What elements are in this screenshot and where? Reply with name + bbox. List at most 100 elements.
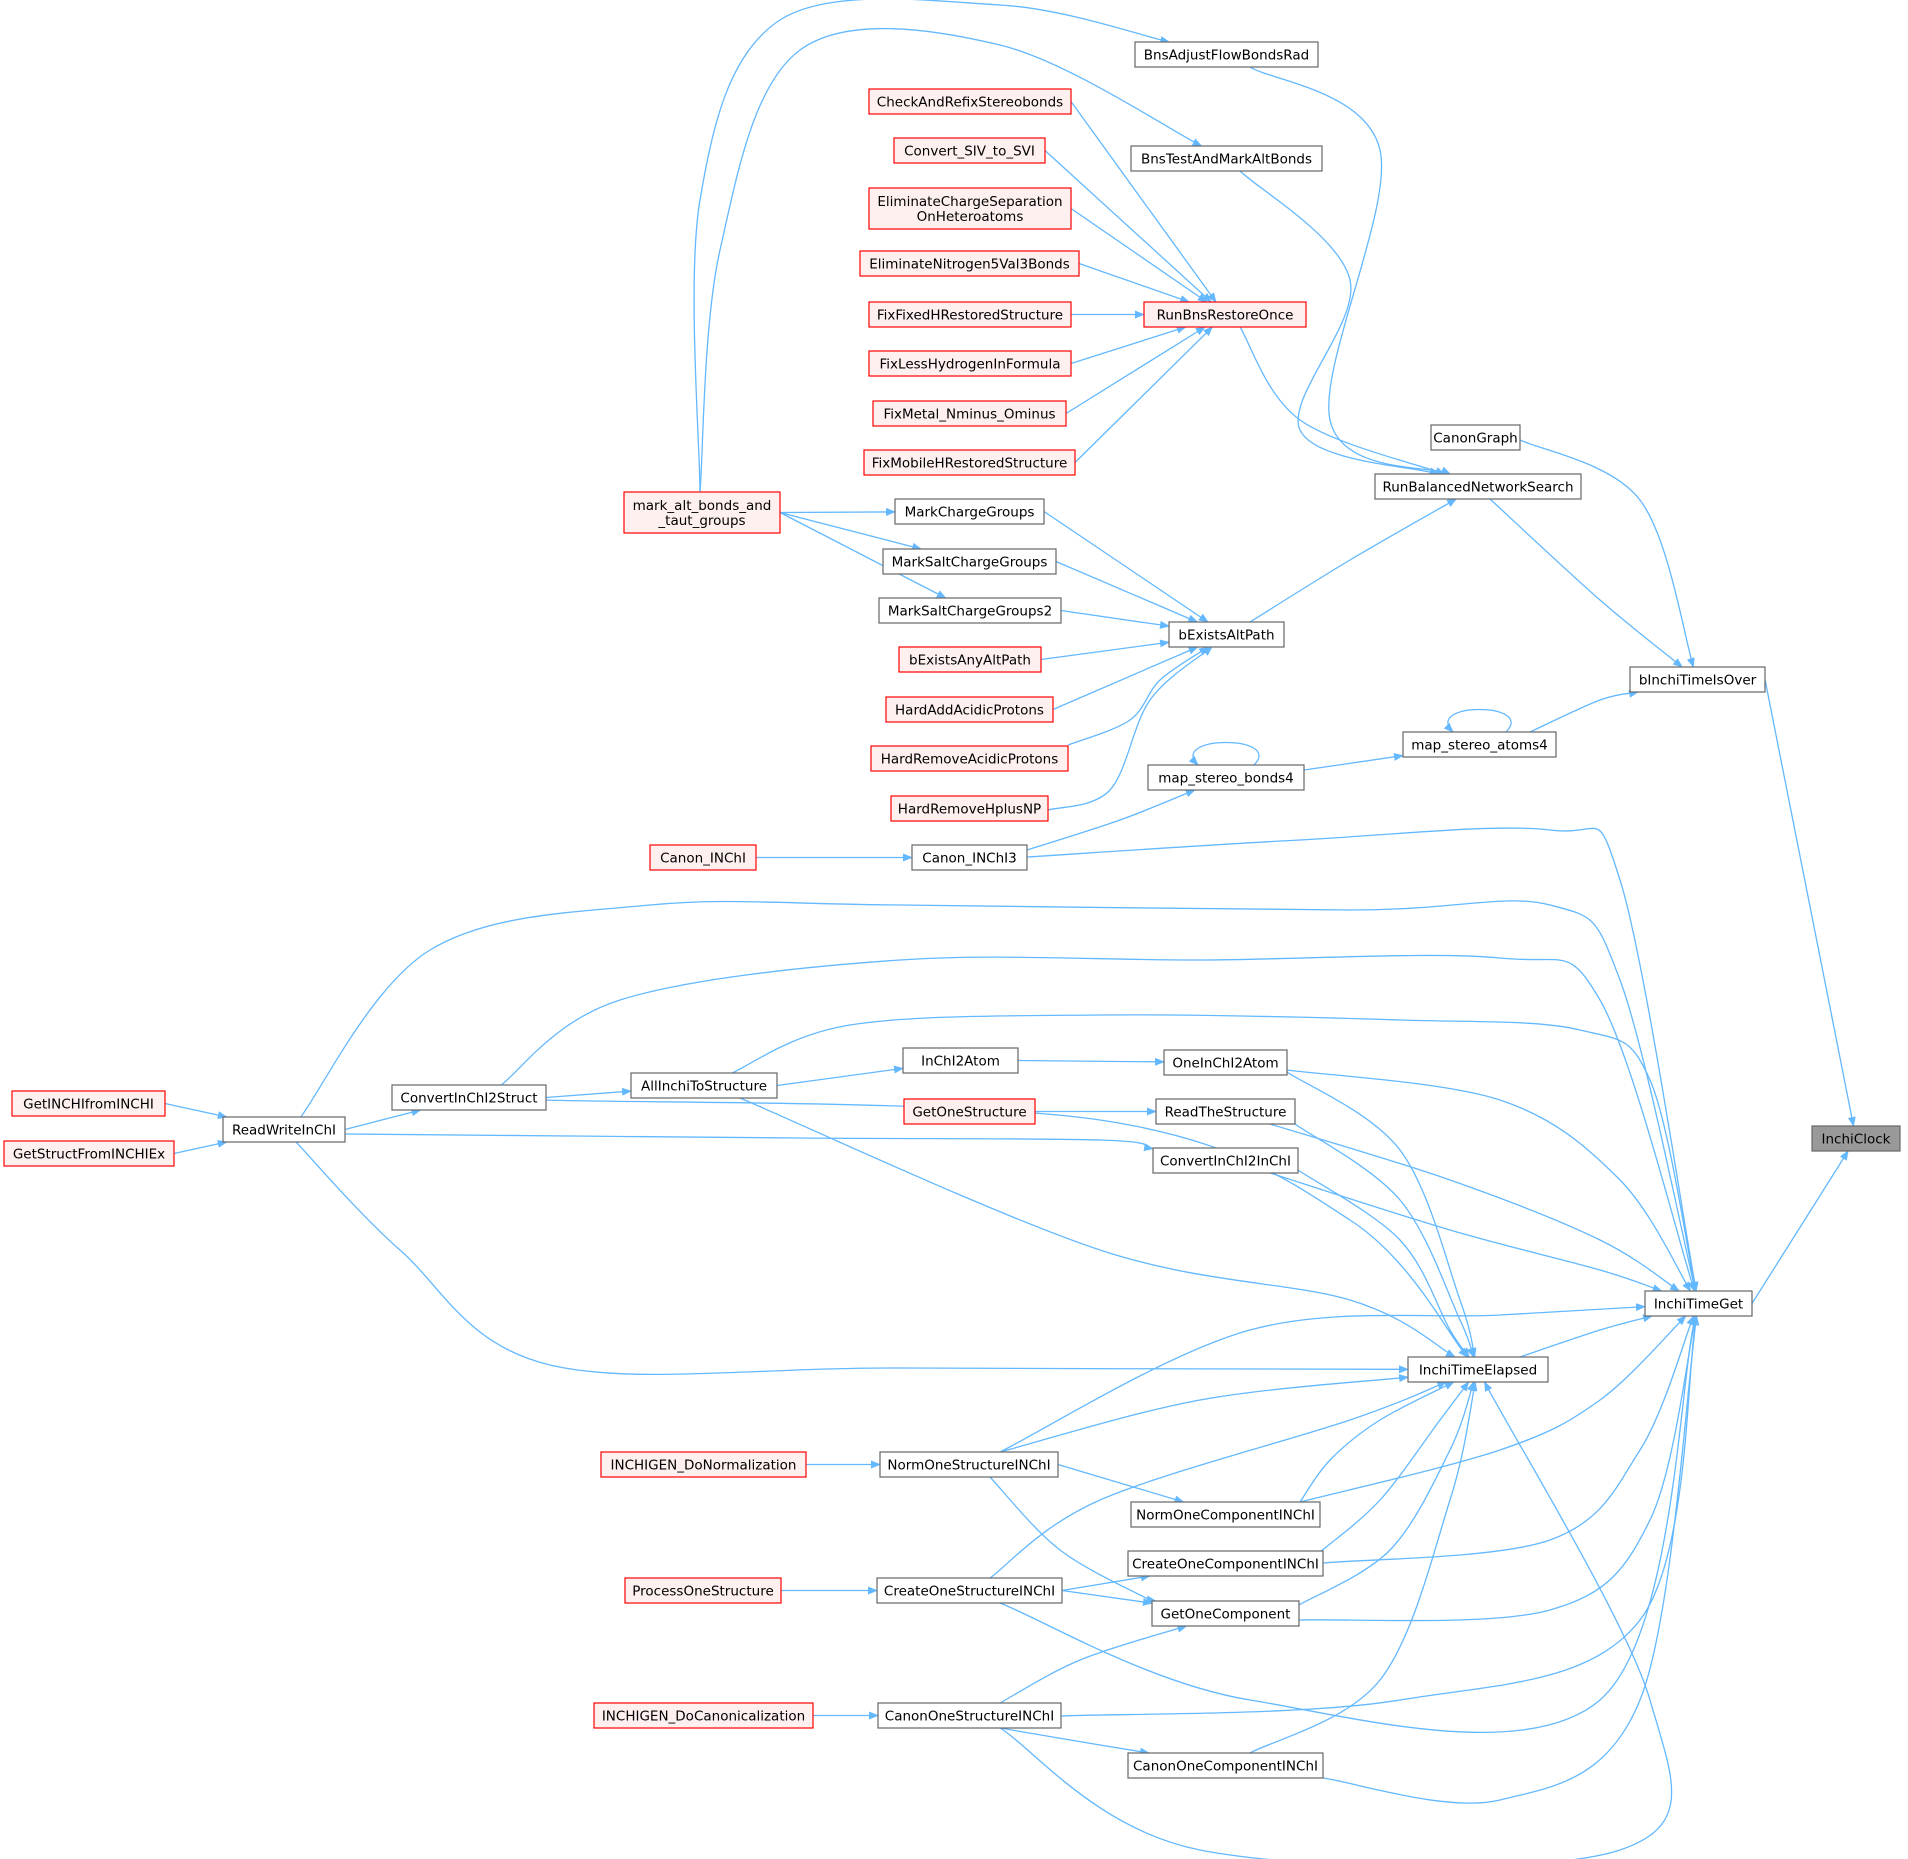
node-runbnsrestoreonce[interactable]: RunBnsRestoreOnce — [1143, 301, 1307, 328]
edge-allinchitostructure-to-inchitimeget — [729, 1014, 1698, 1292]
node-getonecomponent[interactable]: GetOneComponent — [1151, 1600, 1300, 1627]
edge-line — [1070, 207, 1208, 303]
node-box — [872, 400, 1067, 427]
node-label: InchiClock — [1822, 1132, 1891, 1148]
node-normonestructureinchi[interactable]: NormOneStructureINChI — [879, 1451, 1059, 1478]
edge-line — [1294, 1123, 1475, 1358]
edge-line — [999, 1624, 1188, 1704]
node-hardaddacidicprotons[interactable]: HardAddAcidicProtons — [885, 696, 1054, 723]
edge-createonecomponentinchi-to-inchitimeelapsed — [1319, 1381, 1470, 1553]
node-normonecomponentinchi[interactable]: NormOneComponentINChI — [1130, 1501, 1321, 1528]
node-getstructfrominchiex[interactable]: GetStructFromINCHIEx — [3, 1140, 175, 1167]
node-label: FixMobileHRestoredStructure — [872, 456, 1068, 472]
node-convertinchi2struct[interactable]: ConvertInChI2Struct — [391, 1084, 547, 1111]
node-label: CreateOneComponentINChI — [1132, 1557, 1319, 1573]
node-inchitimeget[interactable]: InchiTimeGet — [1644, 1290, 1753, 1317]
edge-mark-alt-bonds-and-taut-groups-to-bnstestandmarkaltbonds — [699, 27, 1203, 493]
node-binchitimeisover[interactable]: bInchiTimeIsOver — [1629, 666, 1766, 693]
edge-line — [164, 1102, 228, 1119]
edge-line — [1249, 1381, 1478, 1754]
node-inchitimeelapsed[interactable]: InchiTimeElapsed — [1407, 1356, 1549, 1383]
node-inchi2atom[interactable]: InChI2Atom — [902, 1047, 1019, 1074]
edge-line — [1239, 326, 1446, 475]
node-runbalancednetworksearch[interactable]: RunBalancedNetworkSearch — [1374, 473, 1582, 500]
edge-line — [545, 1087, 632, 1099]
node-box — [11, 1090, 166, 1117]
node-bexistsaltpath[interactable]: bExistsAltPath — [1168, 621, 1285, 648]
edge-checkandrefixstereobonds-to-runbnsrestoreonce — [1070, 101, 1217, 303]
node-processonestructure[interactable]: ProcessOneStructure — [624, 1577, 782, 1604]
node-label: CanonGraph — [1433, 431, 1517, 447]
node-inchigen-donormalization[interactable]: INCHIGEN_DoNormalization — [600, 1451, 807, 1478]
node-oneinchi2atom[interactable]: OneInChI2Atom — [1163, 1049, 1288, 1076]
node-label: Canon_INChI — [660, 851, 746, 867]
node-mark-alt-bonds-and-taut-groups[interactable]: mark_alt_bonds_and_taut_groups — [623, 491, 781, 534]
node-map-stereo-atoms4[interactable]: map_stereo_atoms4 — [1402, 731, 1557, 758]
edge-line — [1303, 752, 1404, 771]
edge-line — [1319, 1381, 1470, 1553]
edge-runbalancednetworksearch-to-binchitimeisover — [1489, 498, 1683, 668]
edge-markchargegroups-to-bexistsaltpath — [1043, 510, 1209, 623]
node-canononestructureinchi[interactable]: CanonOneStructureINChI — [877, 1702, 1062, 1729]
node-box — [879, 1451, 1059, 1478]
edge-fixmobilehrestoredstructure-to-runbnsrestoreonce — [1074, 326, 1214, 463]
node-label: mark_alt_bonds_and — [633, 498, 772, 514]
node-eliminatenitrogen5val3bonds[interactable]: EliminateNitrogen5Val3Bonds — [859, 250, 1080, 277]
node-getonestructure[interactable]: GetOneStructure — [903, 1098, 1036, 1125]
edge-readthestructure-to-inchitimeget — [1269, 1123, 1680, 1292]
node-box — [890, 795, 1049, 822]
node-bnstestandmarkaltbonds[interactable]: BnsTestAndMarkAltBonds — [1130, 145, 1323, 172]
node-fixfixedhrestoredstructure[interactable]: FixFixedHRestoredStructure — [868, 301, 1072, 328]
node-label: GetStructFromINCHIEx — [13, 1147, 165, 1163]
edge-canononecomponentinchi-to-inchitimeelapsed — [1249, 1381, 1478, 1754]
node-hardremovehplusnp[interactable]: HardRemoveHplusNP — [890, 795, 1049, 822]
edge-line — [344, 1108, 422, 1131]
node-marksaltchargegroups2[interactable]: MarkSaltChargeGroups2 — [878, 597, 1062, 624]
edge-readwriteinchi-to-inchitimeelapsed — [295, 1141, 1409, 1376]
node-convertinchi2inchi[interactable]: ConvertInChI2InChI — [1152, 1147, 1299, 1174]
node-fixlesshydrogeninformula[interactable]: FixLessHydrogenInFormula — [868, 350, 1072, 377]
edge-line — [1298, 1315, 1698, 1622]
node-label: InchiTimeGet — [1654, 1297, 1743, 1313]
node-fixmetal-nminus-ominus[interactable]: FixMetal_Nminus_Ominus — [872, 400, 1067, 427]
node-box — [878, 597, 1062, 624]
node-label: HardRemoveAcidicProtons — [881, 752, 1059, 768]
node-hardremoveacidicprotons[interactable]: HardRemoveAcidicProtons — [870, 745, 1069, 772]
edge-line — [344, 1133, 1154, 1152]
node-createonestructureinchi[interactable]: CreateOneStructureINChI — [876, 1577, 1063, 1604]
node-box — [902, 1047, 1019, 1074]
edge-convertinchi2struct-to-allinchitostructure — [545, 1087, 632, 1099]
edge-line — [1322, 1315, 1695, 1564]
edge-layer — [164, 0, 1856, 1859]
edge-readwriteinchi-to-inchitimeget — [299, 900, 1698, 1292]
node-readthestructure[interactable]: ReadTheStructure — [1155, 1098, 1296, 1125]
node-getinchifrominchi[interactable]: GetINCHIfromINCHI — [11, 1090, 166, 1117]
node-box — [1811, 1125, 1901, 1152]
edge-line — [1297, 1169, 1470, 1358]
node-canon-inchi3[interactable]: Canon_INChI3 — [911, 844, 1028, 871]
node-inchiclock[interactable]: InchiClock — [1811, 1125, 1901, 1152]
node-label: NormOneComponentINChI — [1136, 1508, 1315, 1524]
node-bnsadjustflowbondsrad[interactable]: BnsAdjustFlowBondsRad — [1134, 41, 1319, 68]
node-allinchitostructure[interactable]: AllInchiToStructure — [630, 1072, 778, 1099]
node-bexistsanyaltpath[interactable]: bExistsAnyAltPath — [898, 646, 1042, 673]
node-createonecomponentinchi[interactable]: CreateOneComponentINChI — [1127, 1550, 1324, 1577]
node-inchigen-docanonicalization[interactable]: INCHIGEN_DoCanonicalization — [593, 1702, 814, 1729]
node-readwriteinchi[interactable]: ReadWriteInChI — [222, 1116, 346, 1143]
node-canongraph[interactable]: CanonGraph — [1430, 424, 1521, 451]
node-marksaltchargegroups[interactable]: MarkSaltChargeGroups — [882, 548, 1057, 575]
node-canononecomponentinchi[interactable]: CanonOneComponentINChI — [1127, 1752, 1324, 1779]
node-box — [222, 1116, 346, 1143]
node-markchargegroups[interactable]: MarkChargeGroups — [894, 498, 1045, 525]
node-canon-inchi[interactable]: Canon_INChI — [649, 844, 757, 871]
edge-createonecomponentinchi-to-inchitimeget — [1322, 1315, 1695, 1564]
node-checkandrefixstereobonds[interactable]: CheckAndRefixStereobonds — [868, 88, 1072, 115]
edge-marksaltchargegroups-to-bexistsaltpath — [1055, 560, 1199, 623]
node-convert-siv-to-svi[interactable]: Convert_SIV_to_SVI — [893, 137, 1046, 164]
edge-line — [1057, 1463, 1185, 1504]
node-box — [1155, 1098, 1296, 1125]
node-box — [1168, 621, 1285, 648]
node-map-stereo-bonds4[interactable]: map_stereo_bonds4 — [1147, 764, 1305, 791]
node-fixmobilehrestoredstructure[interactable]: FixMobileHRestoredStructure — [863, 449, 1076, 476]
